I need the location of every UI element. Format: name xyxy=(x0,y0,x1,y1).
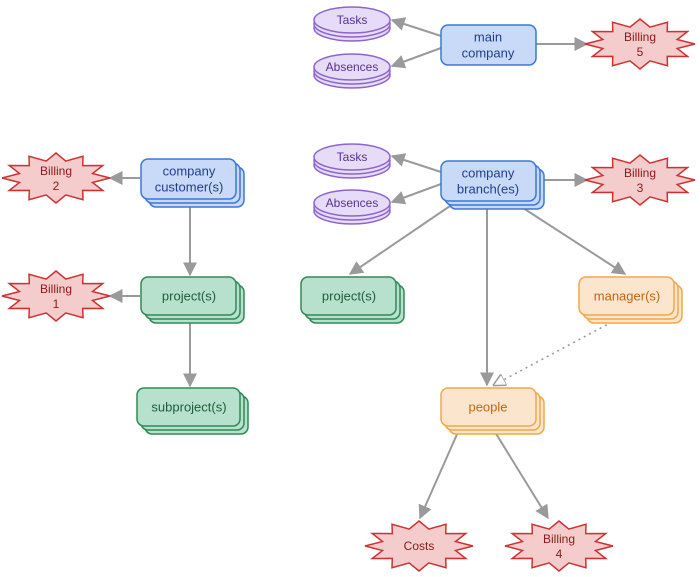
absences-top-node: Absences xyxy=(313,53,391,89)
manager-node: manager(s) xyxy=(578,276,683,324)
billing2-label-line1: Billing xyxy=(40,164,72,178)
main-company-label-line2: company xyxy=(462,46,515,61)
people-label: people xyxy=(468,400,507,415)
subproject-node: subproject(s) xyxy=(136,387,249,435)
billing1-label-line2: 1 xyxy=(53,297,60,311)
edges xyxy=(108,17,627,520)
billing3-node: Billing 3 xyxy=(584,154,696,206)
edge-main-to-absences xyxy=(390,47,442,69)
project-left-node: project(s) xyxy=(140,276,245,324)
absences-mid-node: Absences xyxy=(313,189,391,225)
edge-branch-to-project xyxy=(348,205,451,275)
billing4-label-line2: 4 xyxy=(556,547,563,561)
billing4-label-line1: Billing xyxy=(543,532,575,546)
edge-main-to-tasks xyxy=(390,17,442,37)
absences-mid-label: Absences xyxy=(326,196,379,210)
project-right-node: project(s) xyxy=(300,276,405,324)
edge-people-to-billing4 xyxy=(494,431,549,520)
edge-branch-to-absences xyxy=(390,183,442,205)
main-company-node: main company xyxy=(440,24,537,66)
main-company-label-line1: main xyxy=(474,30,502,45)
burst-shape xyxy=(584,154,696,206)
burst-shape xyxy=(1,270,111,322)
costs-label: Costs xyxy=(404,539,435,553)
edge-branch-to-tasks xyxy=(390,153,442,173)
billing2-label-line2: 2 xyxy=(53,179,60,193)
subproject-label: subproject(s) xyxy=(151,400,226,415)
billing5-label-line2: 5 xyxy=(637,45,644,59)
people-node: people xyxy=(440,387,545,435)
company-branch-label-line1: company xyxy=(462,166,515,181)
project-right-label: project(s) xyxy=(322,289,376,304)
burst-shape xyxy=(1,152,111,204)
billing1-label-line1: Billing xyxy=(40,282,72,296)
tasks-mid-label: Tasks xyxy=(337,150,368,164)
billing3-label-line1: Billing xyxy=(624,166,656,180)
company-customer-label-line1: company xyxy=(163,164,216,179)
billing3-label-line2: 3 xyxy=(637,181,644,195)
company-customer-node: company customer(s) xyxy=(140,158,245,208)
billing5-node: Billing 5 xyxy=(584,18,696,70)
manager-label: manager(s) xyxy=(594,289,660,304)
billing1-node: Billing 1 xyxy=(1,270,111,322)
tasks-mid-node: Tasks xyxy=(313,143,391,179)
project-left-label: project(s) xyxy=(162,289,216,304)
company-branch-label-line2: branch(es) xyxy=(457,182,519,197)
tasks-top-label: Tasks xyxy=(337,13,368,27)
absences-top-label: Absences xyxy=(326,60,379,74)
company-branch-node: company branch(es) xyxy=(440,160,545,210)
burst-shape xyxy=(504,520,614,572)
costs-node: Costs xyxy=(364,520,474,572)
billing5-label-line1: Billing xyxy=(624,30,656,44)
burst-shape xyxy=(584,18,696,70)
billing2-node: Billing 2 xyxy=(1,152,111,204)
edge-branch-to-manager xyxy=(519,205,627,275)
billing4-node: Billing 4 xyxy=(504,520,614,572)
edge-people-to-costs xyxy=(418,431,459,520)
burst-shape xyxy=(364,520,474,572)
tasks-top-node: Tasks xyxy=(313,6,391,42)
company-customer-label-line2: customer(s) xyxy=(155,180,224,195)
edge-manager-to-people xyxy=(494,321,613,385)
